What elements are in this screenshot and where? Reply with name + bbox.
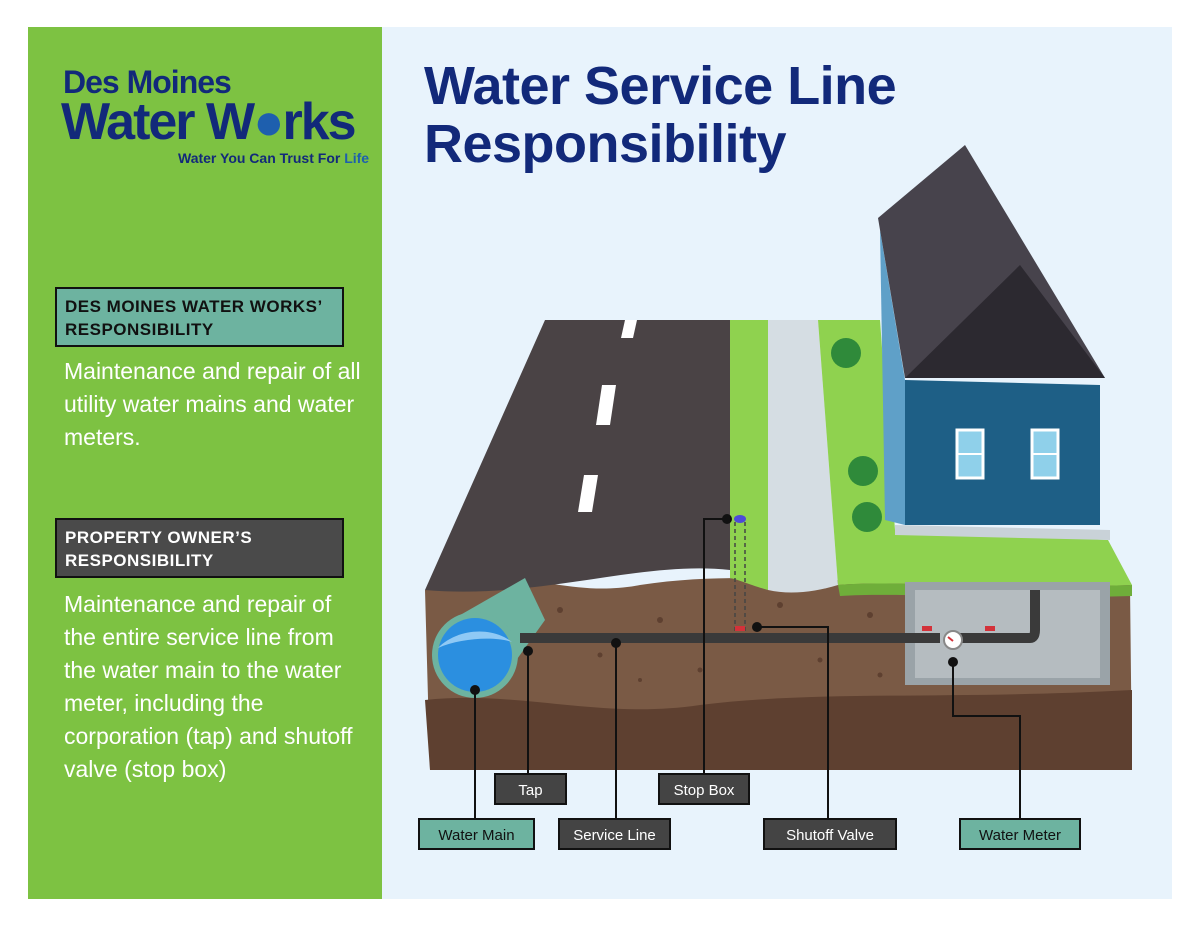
- callout-water-main: Water Main: [418, 818, 535, 850]
- callout-water-meter: Water Meter: [959, 818, 1081, 850]
- page-title-line2: Responsibility: [424, 114, 787, 174]
- house-foundation: [895, 525, 1110, 540]
- left-sidebar: [28, 27, 382, 899]
- water-drop-o-icon: ●: [253, 93, 284, 151]
- sidewalk: [768, 320, 838, 593]
- window-icons: [955, 428, 1060, 480]
- callout-dots: [470, 514, 958, 695]
- page-title-line1: Water Service Line: [424, 56, 897, 116]
- valve-icon: [922, 626, 932, 631]
- logo-tagline: Water You Can Trust For Life: [178, 150, 370, 166]
- callout-leader-lines: [474, 518, 1021, 818]
- logo-name-line2: Water W●rks: [61, 93, 357, 151]
- shutoff-valve-icon: [735, 626, 745, 631]
- dmww-responsibility-text: Maintenance and repair of all utility wa…: [64, 358, 361, 450]
- grass-strip: [730, 320, 768, 590]
- service-line-illustration: [425, 145, 1132, 818]
- logo-name-line1: Des Moines: [63, 64, 232, 100]
- callout-stop-box: Stop Box: [658, 773, 750, 805]
- soil-texture: [557, 602, 883, 682]
- deep-soil: [425, 690, 1132, 770]
- house-side: [880, 230, 905, 525]
- owner-responsibility-text: Maintenance and repair of the entire ser…: [64, 591, 353, 782]
- roof-shade: [905, 265, 1105, 378]
- service-line-pipe: [520, 633, 940, 643]
- callout-tap: Tap: [494, 773, 567, 805]
- road: [425, 320, 730, 592]
- valve-icon-2: [985, 626, 995, 631]
- house-wall: [905, 380, 1100, 525]
- dmww-responsibility-heading: DES MOINES WATER WORKS’ RESPONSIBILITY: [55, 287, 344, 347]
- callout-service-line: Service Line: [558, 818, 671, 850]
- road-markings: [578, 320, 637, 512]
- shrubs: [831, 338, 882, 532]
- owner-responsibility-heading: PROPERTY OWNER’S RESPONSIBILITY: [55, 518, 344, 578]
- stop-box-cap: [734, 515, 746, 523]
- callout-shutoff-valve: Shutoff Valve: [763, 818, 897, 850]
- water-main-water: [438, 618, 512, 692]
